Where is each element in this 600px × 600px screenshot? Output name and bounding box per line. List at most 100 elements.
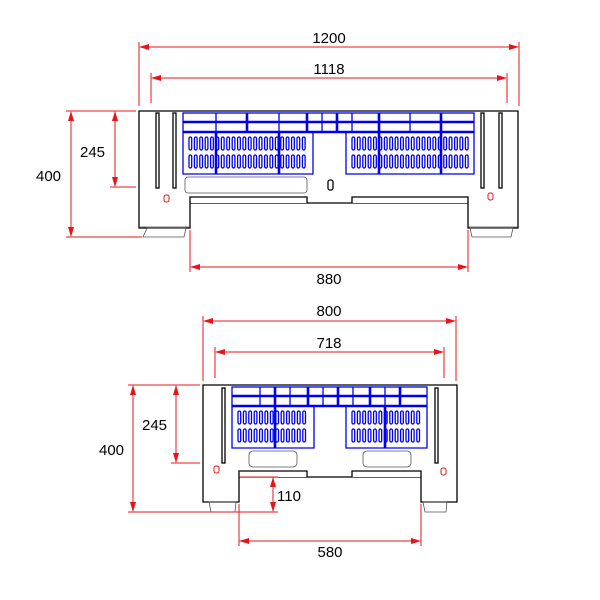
label-opening-height: 245	[80, 144, 105, 161]
label-inner-width: 1118	[313, 61, 344, 78]
vent-slot	[253, 136, 258, 151]
label-inner-width: 718	[316, 335, 341, 352]
vent-slot	[421, 154, 426, 169]
foot-right	[469, 227, 514, 238]
vent-slot	[356, 154, 361, 169]
foot-left	[208, 501, 237, 513]
vent-slot	[410, 428, 415, 443]
handle-recess	[184, 176, 308, 194]
vent-slot	[383, 136, 388, 151]
vent-slot	[253, 154, 258, 169]
vent-slot	[405, 410, 410, 425]
vent-slot	[389, 154, 394, 169]
vent-slot	[389, 428, 394, 443]
vent-slot	[290, 154, 295, 169]
label-height: 400	[99, 442, 124, 459]
label-height: 400	[36, 168, 61, 185]
vent-slot	[464, 154, 469, 169]
vent-slot	[188, 154, 193, 169]
vent-slot	[291, 410, 296, 425]
vent-slot	[432, 154, 437, 169]
vent-slot	[394, 154, 399, 169]
vent-slot	[236, 154, 241, 169]
vent-slot	[258, 154, 263, 169]
vent-slot	[188, 136, 193, 151]
label-overall-width: 1200	[312, 30, 345, 47]
vent-slot	[280, 154, 285, 169]
vent-slot	[301, 154, 306, 169]
vent-slot	[193, 136, 198, 151]
vent-slot	[372, 154, 377, 169]
foot-right	[422, 501, 448, 513]
drain-hole	[163, 194, 170, 203]
vent-slot	[226, 154, 231, 169]
vent-slot	[410, 154, 415, 169]
runner-top	[189, 196, 469, 203]
blue-deck-grid	[231, 386, 428, 449]
vent-slot	[264, 410, 269, 425]
vent-slot	[296, 410, 301, 425]
post-slot	[434, 387, 439, 464]
vent-slot	[459, 136, 464, 151]
vent-slot	[247, 136, 252, 151]
vent-slot	[269, 428, 274, 443]
vent-slot	[351, 428, 356, 443]
vent-slot	[269, 154, 274, 169]
vent-slot	[399, 410, 404, 425]
vent-slot	[220, 154, 225, 169]
side-panel	[345, 406, 428, 449]
vent-slot	[302, 410, 307, 425]
vent-slot	[351, 410, 356, 425]
vent-slot	[432, 136, 437, 151]
vent-slot	[405, 154, 410, 169]
vent-slot	[258, 428, 263, 443]
vent-slot	[362, 154, 367, 169]
vent-slot	[394, 428, 399, 443]
vent-slot	[264, 428, 269, 443]
vent-slot	[204, 136, 209, 151]
long-side-dimensions: 1200 1118 400 245 880	[36, 30, 520, 288]
label-opening-width: 880	[316, 271, 341, 288]
vent-slot	[280, 136, 285, 151]
vent-slot	[453, 154, 458, 169]
vent-slot	[285, 136, 290, 151]
vent-slot	[399, 154, 404, 169]
vent-slot	[263, 136, 268, 151]
vent-slot	[199, 136, 204, 151]
vent-slot	[193, 154, 198, 169]
vent-slot	[302, 428, 307, 443]
vent-slot	[269, 410, 274, 425]
vent-slot	[394, 410, 399, 425]
vent-slot	[367, 136, 372, 151]
blue-deck-grid	[182, 112, 475, 175]
vent-slot	[426, 154, 431, 169]
vent-slot	[296, 154, 301, 169]
vent-slot	[285, 428, 290, 443]
vent-slot	[416, 136, 421, 151]
foot-left	[142, 227, 187, 238]
vent-slot	[237, 428, 242, 443]
vent-slot	[394, 136, 399, 151]
vent-slot	[231, 136, 236, 151]
label-opening-width: 580	[317, 544, 342, 561]
short-side-view	[202, 384, 458, 513]
long-side-view	[138, 110, 519, 238]
vent-slot	[362, 410, 367, 425]
short-side-dimensions: 800 718 400 245 110 580	[99, 303, 457, 561]
vent-slot	[258, 410, 263, 425]
handle-recess	[248, 450, 298, 468]
drain-hole	[213, 465, 220, 474]
vent-slot	[290, 136, 295, 151]
drain-hole	[487, 192, 494, 201]
vent-slot	[296, 428, 301, 443]
vent-slot	[378, 428, 383, 443]
side-panel	[231, 406, 315, 449]
vent-slot	[253, 428, 258, 443]
vent-slot	[248, 428, 253, 443]
vent-slot	[416, 154, 421, 169]
vent-slot	[389, 410, 394, 425]
post-slot	[221, 387, 226, 464]
vent-slot	[410, 410, 415, 425]
